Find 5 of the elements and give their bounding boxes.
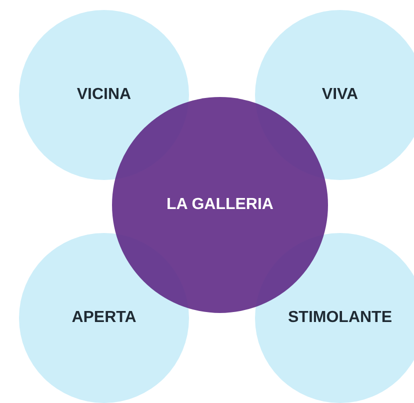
circle-label: VIVA [322, 86, 358, 104]
circle-label: VICINA [76, 86, 132, 104]
circle-label: LA GALLERIA [166, 196, 274, 214]
circle-label: STIMOLANTE [288, 309, 392, 327]
circle-label: APERTA [72, 309, 136, 327]
